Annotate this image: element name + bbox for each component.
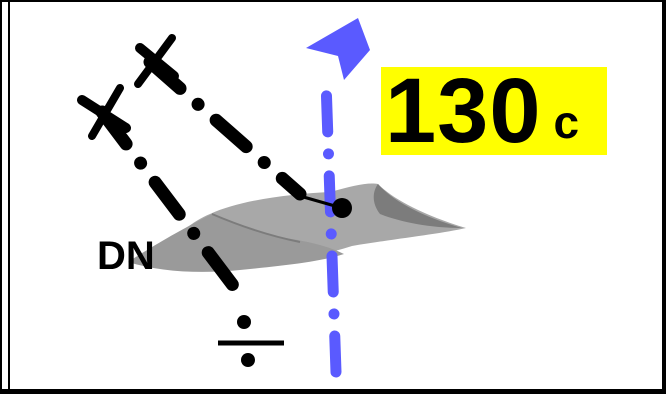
cross-icon [82, 38, 174, 136]
label-number: 130 [385, 67, 542, 155]
north-arrow-icon [306, 18, 370, 80]
terrain-label: DN [97, 234, 155, 278]
track-upper [150, 62, 300, 194]
divide-dot-bottom [241, 353, 255, 367]
track-endpoint [332, 198, 352, 218]
divide-dot-top [237, 315, 251, 329]
label-badge: 130 c [381, 67, 607, 155]
label-suffix: c [554, 99, 580, 145]
divide-icon [218, 315, 284, 367]
